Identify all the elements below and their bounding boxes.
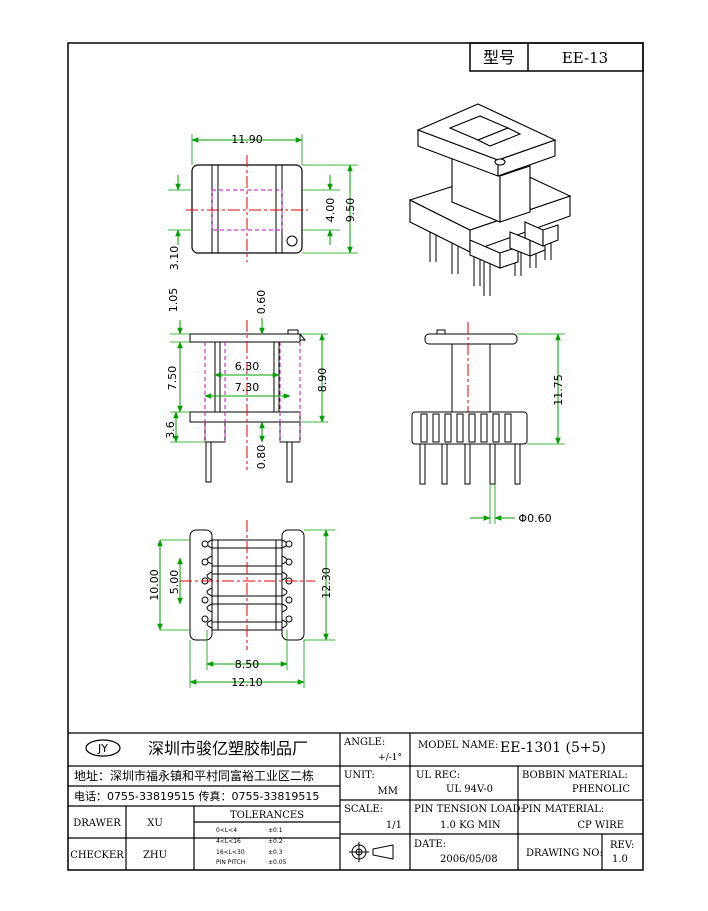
- date-label: DATE:: [414, 839, 446, 850]
- dim-top-width: 11.90: [231, 133, 263, 146]
- drawer-label: DRAWER: [73, 818, 121, 829]
- type-header: 型号 EE-13: [469, 42, 644, 72]
- dim-side-height: 11.75: [552, 374, 565, 406]
- date-value: 2006/05/08: [440, 854, 498, 865]
- tol-value-1: ±0.1: [268, 827, 283, 834]
- projection-symbol-icon: [349, 842, 394, 862]
- pin-material-label: PIN MATERIAL:: [522, 804, 604, 815]
- dim-front-pin: 0.80: [255, 445, 268, 470]
- drawer-value: XU: [147, 818, 163, 829]
- bobbin-label: BOBBIN MATERIAL:: [522, 770, 628, 781]
- tol-range-2: 4<L<16: [216, 838, 241, 845]
- drawing-no-label: DRAWING NO:: [526, 848, 603, 859]
- dim-front-top: 1.05: [167, 288, 180, 313]
- top-view: 11.90 4.00 9.50 3.10: [168, 133, 358, 270]
- rev-label: REV:: [610, 840, 634, 851]
- scale-label: SCALE:: [344, 804, 383, 815]
- checker-label: CHECKER: [70, 850, 124, 861]
- bobbin-value: PHENOLIC: [572, 784, 630, 795]
- pin-material-value: CP WIRE: [577, 820, 624, 831]
- dim-bottom-w2: 12.10: [231, 676, 263, 689]
- angle-label: ANGLE:: [343, 737, 385, 748]
- dim-bottom-h3: 12.30: [320, 567, 333, 599]
- dim-front-inner: 6.30: [235, 360, 260, 373]
- angle-value: +/-1°: [378, 753, 402, 763]
- dim-bottom-h1: 10.00: [148, 569, 161, 601]
- ul-label: UL REC:: [416, 770, 460, 781]
- side-view: 11.75 Φ0.60: [411, 322, 565, 525]
- dim-front-base: 3.6: [164, 421, 177, 439]
- pin-tension-label: PIN TENSION LOAD:: [414, 804, 524, 815]
- tol-value-3: ±0.3: [268, 849, 283, 856]
- unit-label: UNIT:: [344, 770, 375, 781]
- model-value: EE-1301 (5+5): [500, 740, 606, 756]
- tol-value-2: ±0.2: [268, 838, 283, 845]
- tolerances-label: TOLERANCES: [230, 810, 304, 821]
- title-block: JY 深圳市骏亿塑胶制品厂 地址：深圳市福永镇和平村同富裕工业区二栋 电话：07…: [68, 732, 643, 870]
- sheet-border: [67, 42, 644, 871]
- company-phone: 电话：0755-33819515 传真：0755-33819515: [74, 789, 319, 803]
- tol-range-1: 0<L<4: [216, 827, 237, 834]
- dim-top-side: 3.10: [168, 246, 181, 271]
- dim-top-outer: 9.50: [344, 198, 357, 223]
- model-label: MODEL NAME:: [418, 740, 498, 751]
- company-address: 地址：深圳市福永镇和平村同富裕工业区二栋: [74, 768, 314, 783]
- logo-text: JY: [97, 742, 108, 755]
- dim-front-mid: 7.30: [235, 381, 260, 394]
- scale-value: 1/1: [386, 820, 402, 831]
- pin1-marker-icon: [286, 235, 298, 247]
- front-view: 1.05 0.60 6.30 7.30 7.50 8.90 3.6 0.80: [164, 288, 329, 483]
- company-logo: [85, 739, 121, 757]
- checker-value: ZHU: [143, 850, 167, 861]
- ul-value: UL 94V-0: [446, 784, 493, 795]
- dim-front-left: 7.50: [166, 366, 179, 391]
- bottom-view: 10.00 5.00 12.30 8.50 12.10: [148, 520, 335, 689]
- dim-top-inner: 4.00: [324, 198, 337, 223]
- tol-range-3: 16<L<30: [216, 849, 245, 856]
- dim-bottom-h2: 5.00: [168, 570, 181, 595]
- dim-pin-diameter: Φ0.60: [518, 512, 551, 525]
- type-value: EE-13: [562, 49, 608, 67]
- dim-front-height: 8.90: [316, 368, 329, 393]
- type-label: 型号: [483, 48, 515, 67]
- dim-bottom-w1: 8.50: [235, 658, 260, 671]
- company-name: 深圳市骏亿塑胶制品厂: [148, 739, 308, 758]
- unit-value: MM: [378, 786, 398, 797]
- tol-value-4: ±0.05: [268, 859, 287, 866]
- dim-front-flange: 0.60: [255, 290, 268, 315]
- iso-pin1-marker-icon: [494, 158, 506, 166]
- rev-value: 1.0: [612, 854, 628, 865]
- isometric-view: [408, 103, 572, 296]
- pin-tension-value: 1.0 KG MIN: [440, 820, 501, 831]
- tol-range-4: PIN PITCH: [216, 859, 245, 866]
